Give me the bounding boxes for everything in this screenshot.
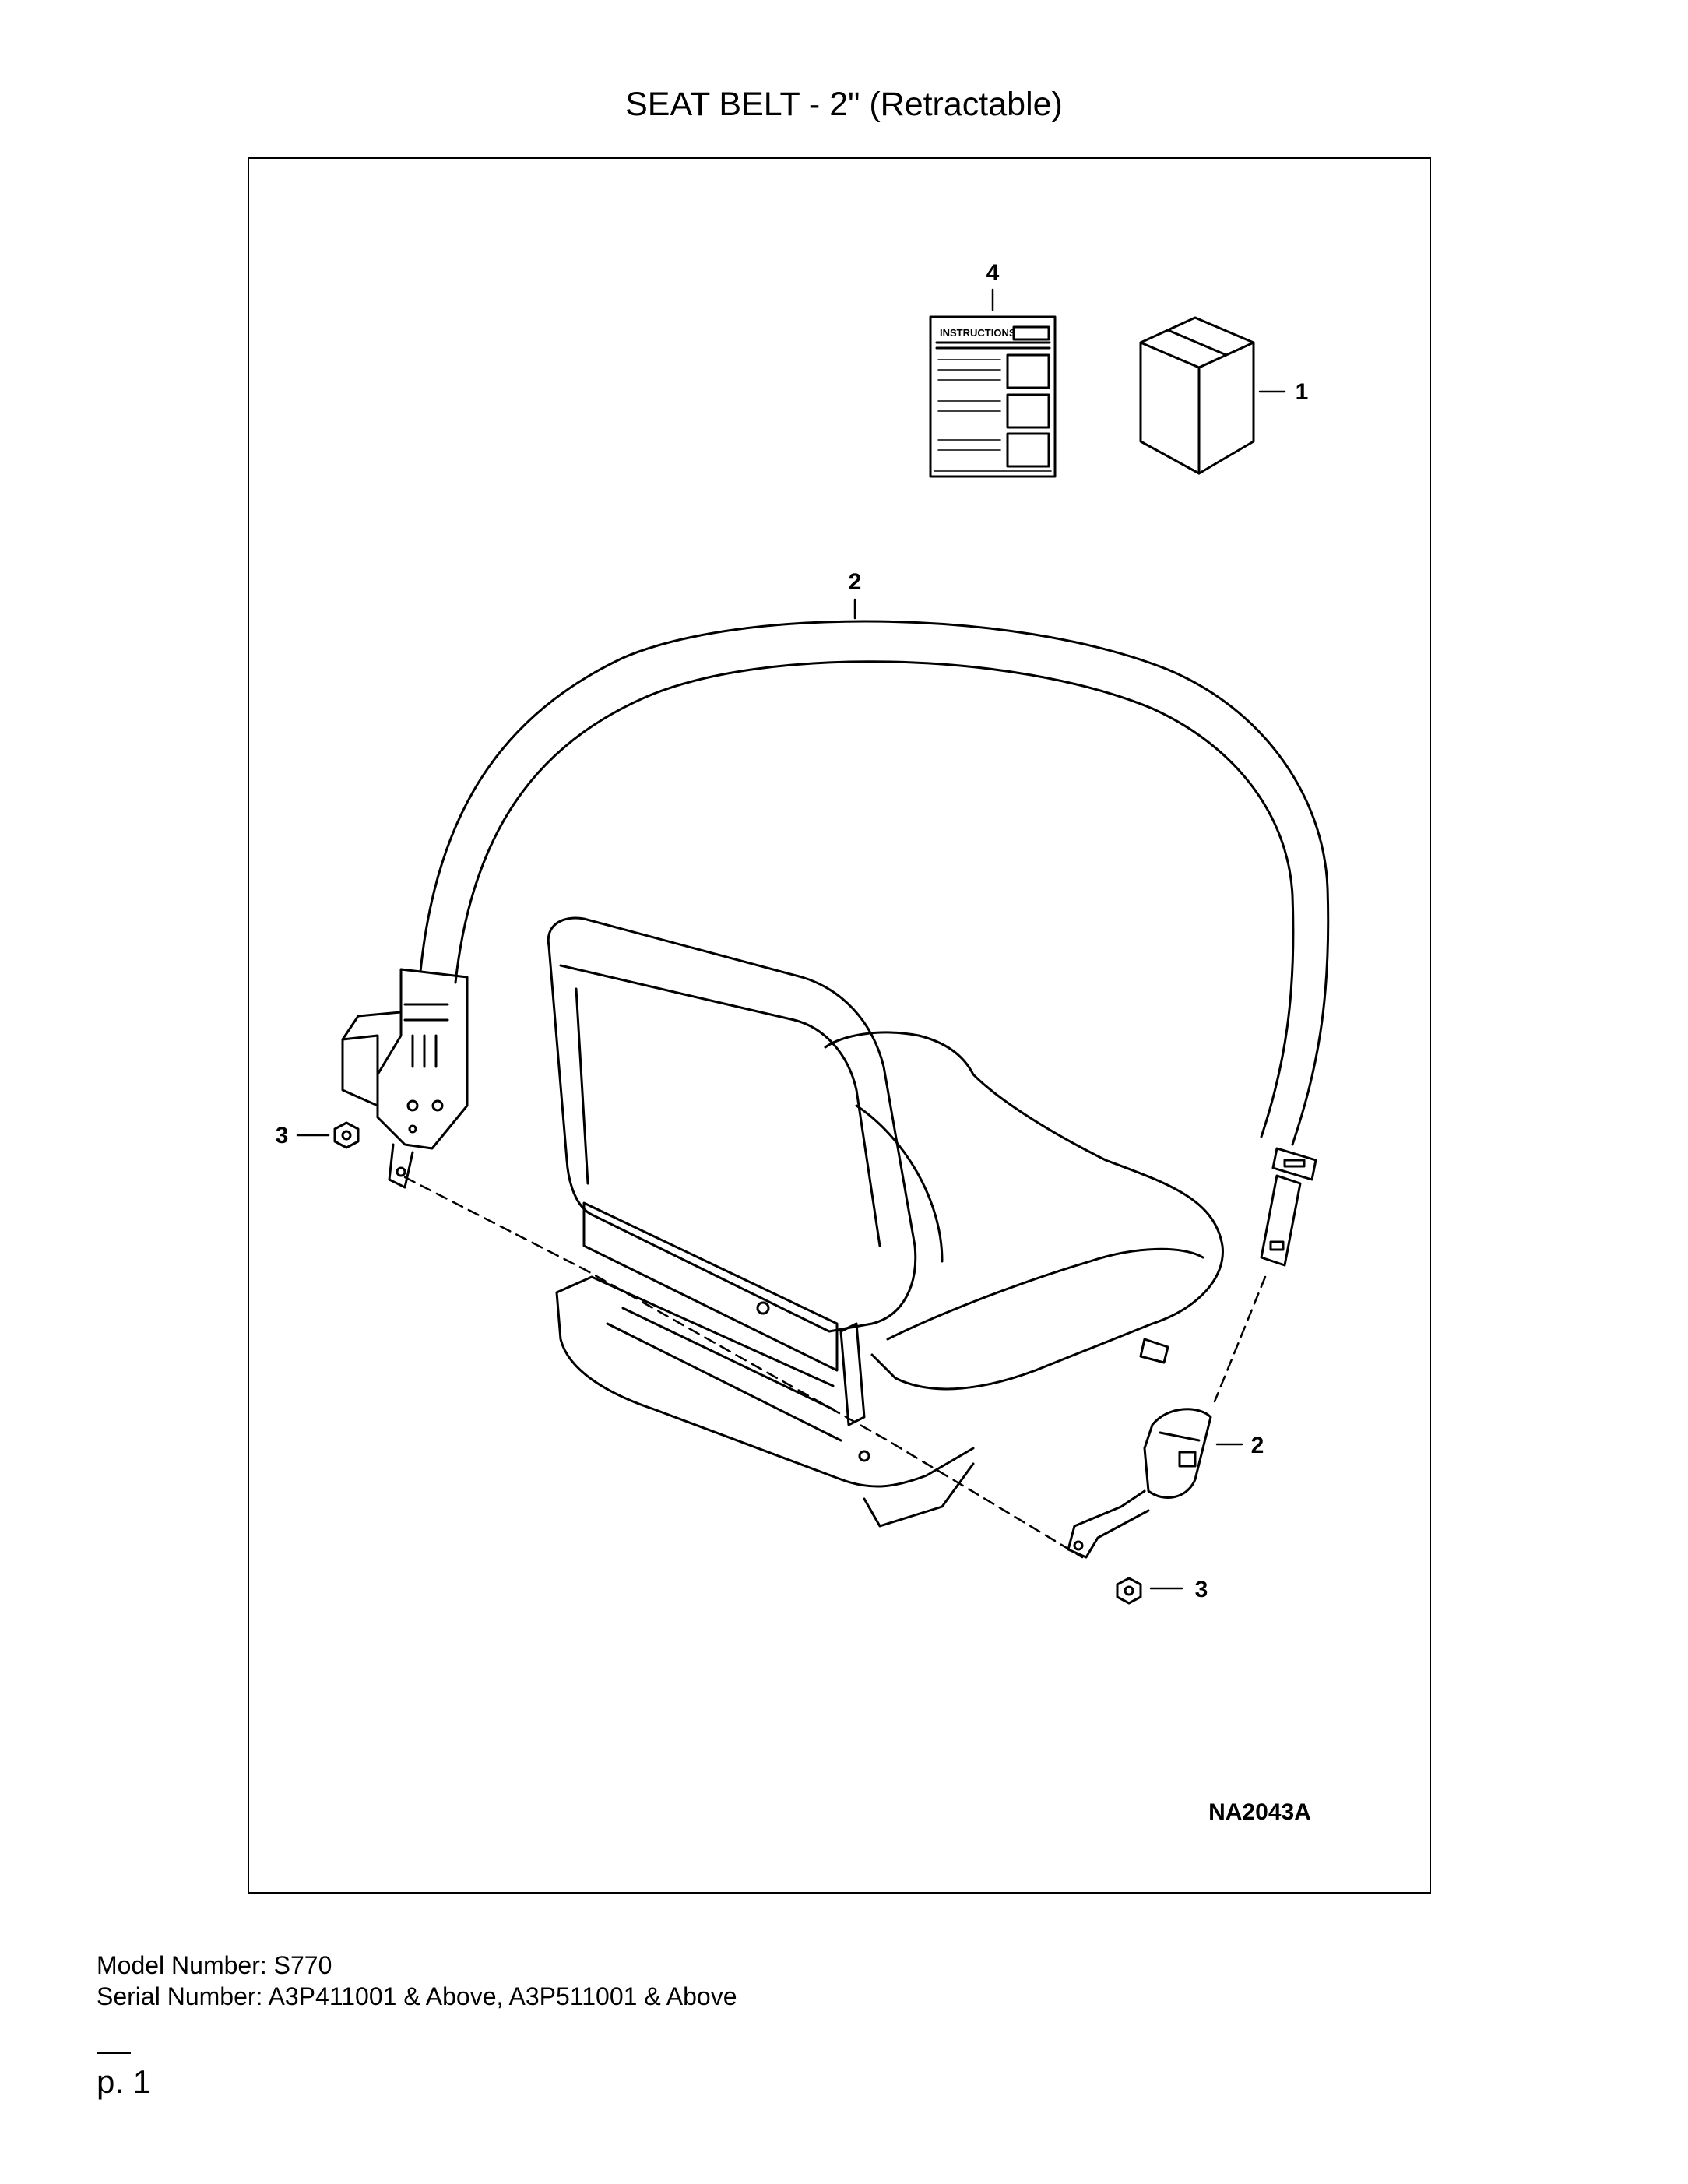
callout-3-right: 3	[1195, 1577, 1208, 1602]
belt-strap	[419, 620, 1330, 1146]
page-number: p. 1	[97, 2063, 152, 2100]
nut-right	[1116, 1577, 1142, 1605]
retractor	[341, 968, 469, 1189]
callout-1: 1	[1296, 379, 1309, 405]
callout-3-left: 3	[276, 1123, 289, 1148]
instructions-label: INSTRUCTIONS	[940, 327, 1016, 339]
callout-4: 4	[986, 260, 1000, 286]
serial-number: Serial Number: A3P411001 & Above, A3P511…	[97, 1982, 737, 2010]
hardware-box	[1139, 316, 1255, 475]
buckle-tongue	[1260, 1147, 1317, 1267]
page-rule	[97, 2052, 131, 2054]
illustration-frame	[248, 157, 1431, 1894]
drawing-id: NA2043A	[1208, 1799, 1311, 1825]
page-title: SEAT BELT - 2" (Retractable)	[625, 86, 1063, 123]
nut-left	[333, 1121, 360, 1149]
callout-2-right: 2	[1251, 1433, 1264, 1458]
model-number: Model Number: S770	[97, 1951, 332, 1979]
callout-2-top: 2	[849, 569, 862, 595]
buckle	[1067, 1408, 1212, 1559]
seat	[547, 916, 1224, 1528]
instructions-sheet	[929, 315, 1057, 478]
